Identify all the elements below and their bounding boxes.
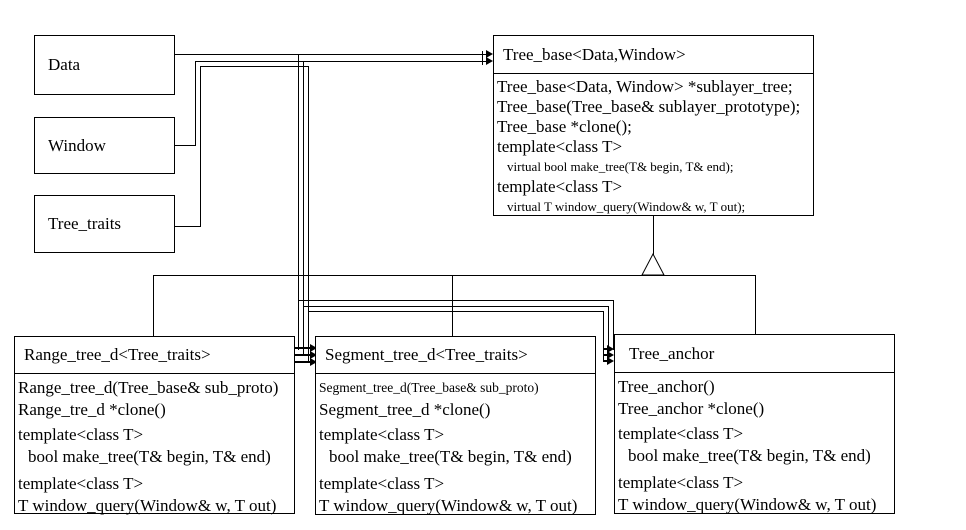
arrow-icon	[607, 357, 614, 365]
class-title: Data	[48, 55, 81, 74]
connector-traits-riser	[200, 66, 201, 227]
arrow-icon	[486, 57, 493, 65]
class-members: Segment_tree_d(Tree_base& sub_proto) Seg…	[316, 374, 595, 517]
member-line: template<class T>	[497, 137, 623, 156]
arrow-icon	[310, 344, 317, 352]
member-line: template<class T>	[618, 473, 744, 492]
bundle-line-window	[303, 61, 304, 356]
class-box-data: Data	[34, 35, 175, 95]
member-line: T window_query(Window& w, T out)	[319, 496, 578, 515]
inheritance-drop-segment	[452, 275, 453, 337]
class-members: Tree_anchor() Tree_anchor *clone() templ…	[615, 373, 894, 516]
arrow-icon	[310, 358, 317, 366]
bundle-line-traits	[308, 66, 309, 363]
connector-window-riser	[195, 61, 196, 146]
arrow-tail-tick	[482, 58, 483, 65]
arrow-icon	[486, 50, 493, 58]
param-arrow-bar	[292, 354, 312, 356]
inheritance-bus	[153, 275, 756, 276]
member-line: virtual bool make_tree(T& begin, T& end)…	[507, 159, 734, 174]
connector-window-to-treebase	[195, 61, 486, 62]
member-line: Tree_base *clone();	[497, 117, 632, 136]
member-line: template<class T>	[18, 425, 144, 444]
inheritance-drop-range	[153, 275, 154, 337]
inheritance-drop-anchor	[755, 275, 756, 335]
branch-bend-1	[613, 300, 614, 350]
member-line: Tree_base<Data, Window> *sublayer_tree;	[497, 77, 793, 96]
class-title: Tree_traits	[48, 214, 122, 233]
member-line: Segment_tree_d *clone()	[319, 400, 491, 419]
class-box-window: Window	[34, 117, 175, 174]
inheritance-triangle-icon	[641, 253, 665, 276]
member-line: template<class T>	[319, 474, 445, 493]
class-box-tree-anchor: Tree_anchor Tree_anchor() Tree_anchor *c…	[614, 334, 895, 514]
member-line: virtual T window_query(Window& w, T out)…	[507, 199, 746, 214]
member-line: template<class T>	[319, 425, 445, 444]
arrow-tail-tick	[482, 51, 483, 58]
param-arrow-bar	[292, 347, 312, 349]
connector-window-stub	[175, 145, 196, 146]
connector-data-to-treebase	[175, 54, 486, 55]
member-line: Tree_anchor()	[618, 377, 715, 396]
param-arrow-bar	[603, 354, 609, 356]
member-line: Segment_tree_d(Tree_base& sub_proto)	[319, 380, 539, 395]
branch-to-anchor-2	[303, 306, 609, 307]
member-line: T window_query(Window& w, T out)	[18, 496, 277, 515]
class-title: Window	[48, 135, 106, 155]
member-line: bool make_tree(T& begin, T& end)	[628, 446, 871, 465]
class-title: Tree_anchor	[615, 335, 894, 373]
member-line: template<class T>	[497, 177, 623, 196]
arrow-icon	[310, 351, 317, 359]
param-arrow-bar	[603, 348, 609, 350]
member-line: Range_tree_d(Tree_base& sub_proto)	[18, 378, 279, 397]
class-title: Range_tree_d<Tree_traits>	[15, 337, 294, 374]
class-box-segment-tree-d: Segment_tree_d<Tree_traits> Segment_tree…	[315, 336, 596, 515]
branch-to-anchor-1	[298, 300, 614, 301]
member-line: T window_query(Window& w, T out)	[618, 495, 877, 514]
arrow-icon	[607, 351, 614, 359]
class-title: Tree_base<Data,Window>	[494, 36, 813, 74]
connector-traits-top	[200, 66, 309, 67]
member-line: template<class T>	[18, 474, 144, 493]
member-line: Tree_base(Tree_base& sublayer_prototype)…	[497, 97, 801, 116]
connector-traits-stub	[175, 226, 201, 227]
member-line: Tree_anchor *clone()	[618, 399, 765, 418]
member-line: bool make_tree(T& begin, T& end)	[329, 447, 572, 466]
class-box-range-tree-d: Range_tree_d<Tree_traits> Range_tree_d(T…	[14, 336, 295, 517]
class-members: Tree_base<Data, Window> *sublayer_tree; …	[494, 74, 813, 217]
member-line: template<class T>	[618, 424, 744, 443]
class-members: Range_tree_d(Tree_base& sub_proto) Range…	[15, 374, 294, 517]
param-arrow-bar	[603, 360, 609, 362]
inheritance-stem	[653, 216, 654, 255]
branch-to-anchor-3	[308, 311, 604, 312]
member-line: Range_tre_d *clone()	[18, 400, 166, 419]
bundle-line-data	[298, 54, 299, 350]
branch-bend-2	[608, 306, 609, 356]
class-box-tree-base: Tree_base<Data,Window> Tree_base<Data, W…	[493, 35, 814, 216]
param-arrow-bar	[292, 361, 312, 363]
member-line: bool make_tree(T& begin, T& end)	[28, 447, 271, 466]
class-title: Segment_tree_d<Tree_traits>	[316, 337, 595, 374]
arrow-icon	[607, 345, 614, 353]
class-box-tree-traits: Tree_traits	[34, 195, 175, 253]
branch-bend-3	[603, 311, 604, 362]
